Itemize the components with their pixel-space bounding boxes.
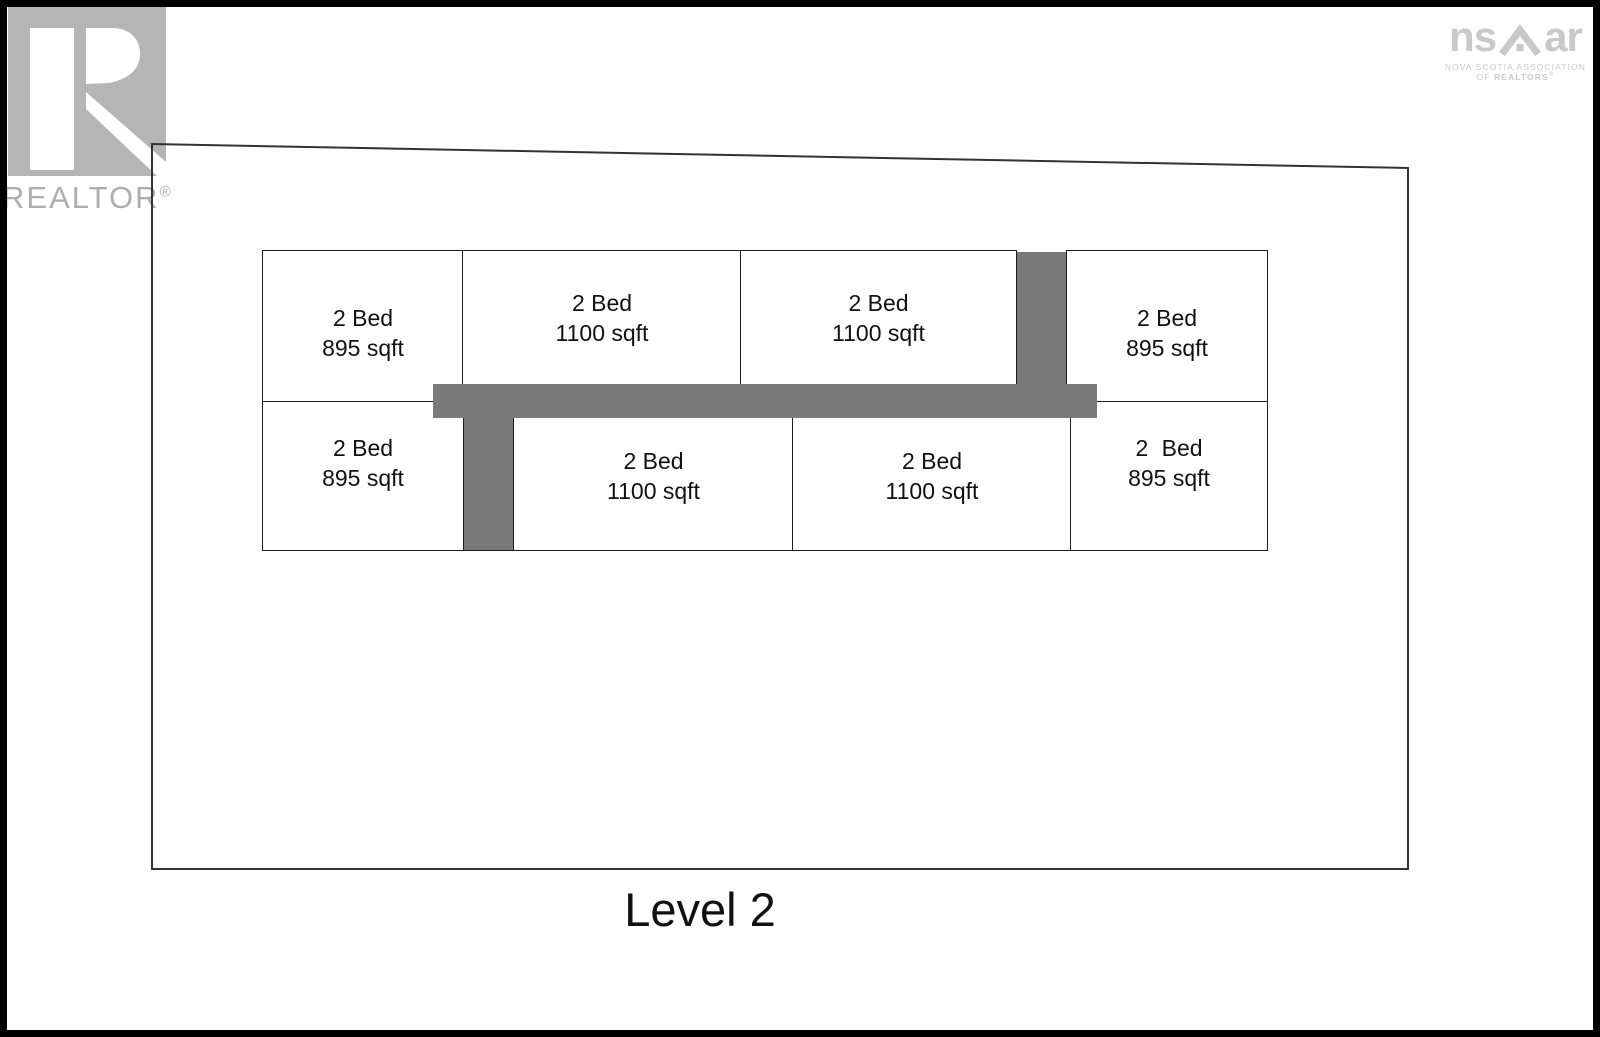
unit-top-middle-left: 2 Bed 1100 sqft (462, 250, 742, 386)
realtor-r-glyph (30, 28, 166, 176)
unit-top-right: 2 Bed 895 sqft (1066, 250, 1268, 403)
unit-beds: 2 Bed (901, 448, 963, 474)
nsar-logo: ns ar NOVA SCOTIA ASSOCIATION OF REALTOR… (1444, 16, 1586, 83)
unit-area: 895 sqft (1128, 465, 1210, 491)
plan-bottom-line-segment (462, 549, 515, 551)
corridor-hallway (433, 384, 1097, 418)
floor-level-title: Level 2 (624, 883, 776, 936)
corridor-stair-bottom (464, 417, 513, 551)
nsar-letters-left: ns (1449, 13, 1497, 60)
house-icon (1499, 24, 1541, 57)
unit-beds: 2 Bed (623, 448, 684, 474)
registered-mark: ® (159, 183, 171, 201)
unit-bottom-middle-right: 2 Bed 1100 sqft (792, 417, 1072, 551)
unit-beds: 2 Bed (1135, 435, 1203, 461)
unit-area: 895 sqft (322, 465, 404, 491)
unit-area: 895 sqft (1126, 334, 1208, 361)
nsar-wordmark: ns ar (1445, 16, 1586, 58)
registered-mark: ® (1548, 72, 1555, 79)
unit-bottom-left: 2 Bed 895 sqft (262, 401, 464, 551)
unit-bottom-middle-left: 2 Bed 1100 sqft (513, 417, 794, 551)
unit-beds: 2 Bed (848, 290, 909, 316)
unit-area: 1100 sqft (832, 320, 925, 346)
unit-top-left: 2 Bed 895 sqft (262, 250, 464, 403)
nsar-letters-right: ar (1544, 13, 1583, 60)
unit-beds: 2 Bed (332, 435, 394, 461)
nsar-tagline-line2: OF REALTORS® (1476, 72, 1555, 82)
unit-beds: 2 Bed (1136, 304, 1198, 331)
realtor-label: REALTOR (2, 180, 160, 215)
unit-area: 1100 sqft (555, 320, 649, 346)
unit-area: 1100 sqft (885, 478, 979, 504)
realtor-block-r-icon (8, 7, 166, 176)
unit-bottom-right: 2 Bed 895 sqft (1070, 401, 1268, 551)
unit-area: 1100 sqft (607, 478, 700, 504)
unit-beds: 2 Bed (571, 290, 633, 316)
corridor-stair-top (1017, 252, 1066, 386)
nsar-tagline-line1: NOVA SCOTIA ASSOCIATION (1444, 62, 1586, 72)
unit-area: 895 sqft (322, 334, 404, 361)
unit-top-middle-right: 2 Bed 1100 sqft (740, 250, 1017, 386)
unit-beds: 2 Bed (332, 304, 394, 331)
realtor-wordmark: REALTOR® (2, 180, 202, 216)
